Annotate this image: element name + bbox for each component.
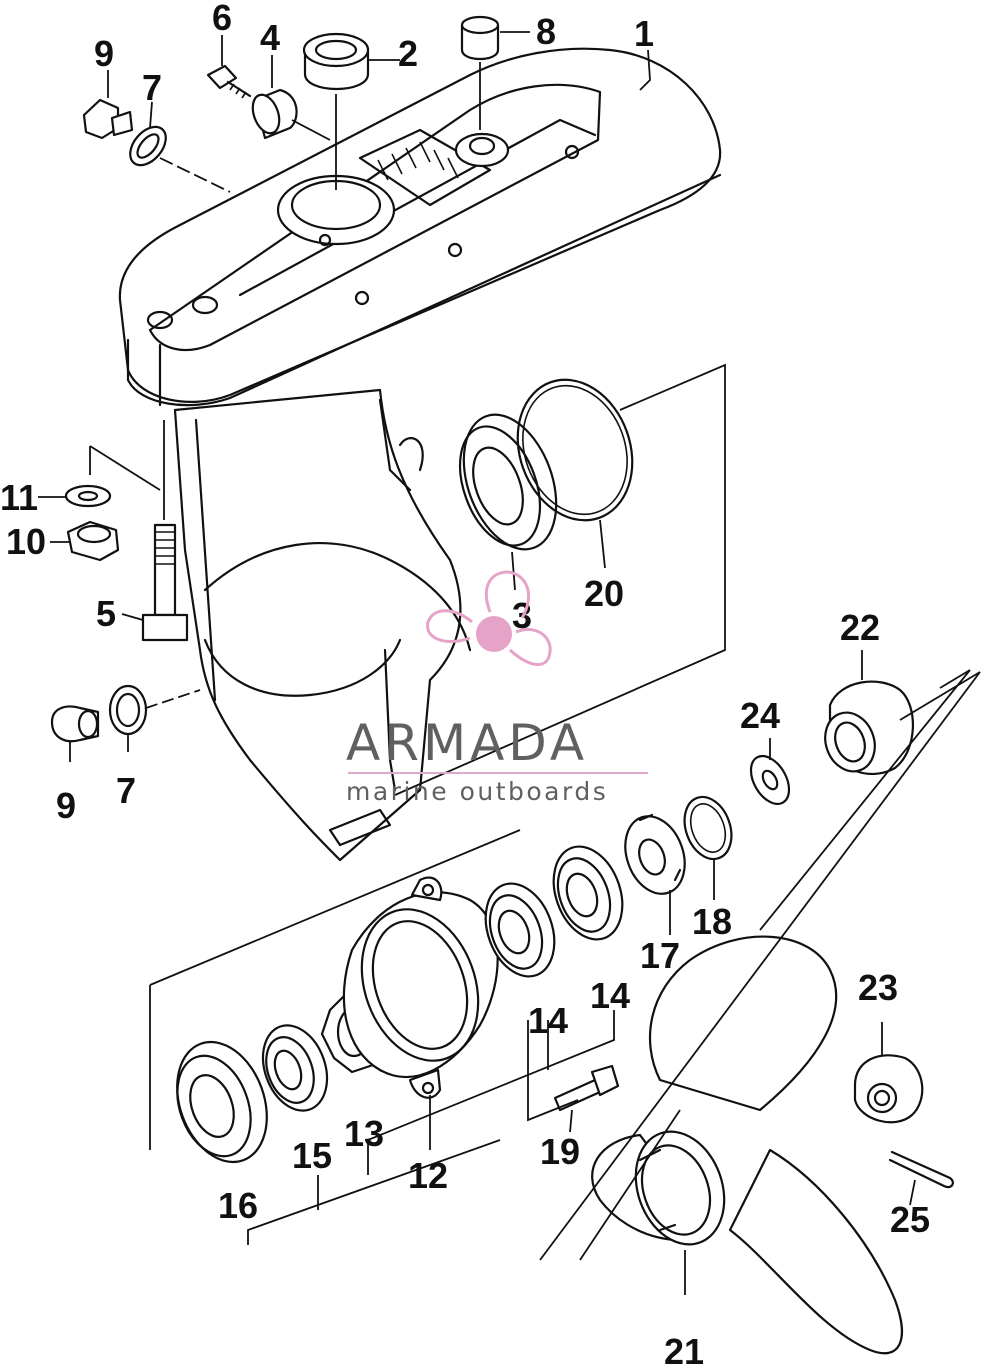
- callout-1: 1: [634, 13, 654, 54]
- part-24-spacer: [749, 755, 791, 805]
- part-22-drive-hub: [824, 680, 914, 776]
- callout-6: 6: [212, 0, 232, 38]
- part-6-screw: [206, 64, 252, 99]
- callout-8: 8: [536, 11, 556, 52]
- callout-25: 25: [890, 1199, 930, 1240]
- part-5-leader: [121, 613, 144, 621]
- part-3-bearing: [458, 413, 558, 591]
- callout-9-bottom: 9: [56, 785, 76, 826]
- part-9-plug-bottom: [50, 705, 100, 743]
- bearing-bracket: [317, 1010, 615, 1210]
- callout-19: 19: [540, 1131, 580, 1172]
- callout-10: 10: [6, 521, 46, 562]
- part-4-grommet: [251, 88, 331, 141]
- propeller-logo-icon: [426, 570, 552, 666]
- part-12-bearing-housing: [342, 876, 499, 1099]
- callout-16: 16: [218, 1185, 258, 1226]
- brand-name: ARMADA: [346, 714, 588, 772]
- watermark: ARMADA marine outboards: [346, 570, 648, 806]
- part-15-bearing: [261, 1024, 329, 1112]
- part-18-washer: [683, 795, 733, 861]
- brand-tagline: marine outboards: [346, 777, 608, 806]
- callout-7-top: 7: [142, 67, 162, 108]
- part-7-top-leader: [149, 101, 153, 129]
- part-10-nut: [66, 520, 120, 562]
- callout-20: 20: [584, 573, 624, 614]
- callout-7-bottom: 7: [116, 770, 136, 811]
- part-19-bolt: [553, 1064, 620, 1112]
- part-21-propeller: [591, 935, 903, 1355]
- part-8-bush: [460, 15, 500, 130]
- bottom-bracket: [247, 1139, 501, 1245]
- part-14-bearing-b: [552, 845, 624, 941]
- part-21-cone-line: [579, 1109, 681, 1261]
- callout-24: 24: [740, 695, 780, 736]
- part-1-leader: [639, 49, 651, 91]
- part-5-stud: [141, 420, 189, 642]
- callout-4: 4: [260, 17, 280, 58]
- callout-11: 11: [0, 477, 38, 518]
- callout-13: 13: [344, 1113, 384, 1154]
- callout-5: 5: [96, 593, 116, 634]
- part-25-cotter-pin: [888, 1150, 954, 1189]
- part-25-leader: [909, 1179, 916, 1206]
- assembly-frame-upper: [394, 363, 726, 796]
- part-23-prop-nut: [853, 1022, 924, 1124]
- callout-2: 2: [398, 33, 418, 74]
- nut-bracket-line: [89, 445, 161, 491]
- propeller-cone-lines: [539, 669, 981, 1261]
- part-16-bearing: [176, 1040, 268, 1164]
- callout-21: 21: [664, 1331, 704, 1369]
- callout-9-top: 9: [94, 33, 114, 74]
- callout-18: 18: [692, 901, 732, 942]
- gear-case-housing: [118, 47, 722, 862]
- part-19-leader: [569, 1109, 573, 1133]
- callout-23: 23: [858, 967, 898, 1008]
- part-17-thrust-holder: [624, 813, 686, 895]
- part-7-gasket-bottom: [108, 684, 201, 736]
- callout-15: 15: [292, 1135, 332, 1176]
- part-11-washer: [64, 484, 112, 508]
- part-14-bearing-a: [484, 882, 556, 978]
- part-2-seal: [302, 32, 370, 190]
- callout-14-a: 14: [528, 1000, 568, 1041]
- callout-12: 12: [408, 1155, 448, 1196]
- callout-17: 17: [640, 935, 680, 976]
- part-20-o-ring: [516, 378, 634, 569]
- assembly-frame-lower: [149, 829, 521, 1150]
- callout-22: 22: [840, 607, 880, 648]
- part-7-gasket-top: [129, 125, 231, 193]
- bolt-bracket: [527, 1020, 579, 1122]
- callout-labels: 1 2 3 4 5 6 7 7 8 9 9 10 11 12 13 14 14 …: [0, 0, 930, 1369]
- part-9-plug-top: [82, 98, 134, 140]
- callout-14-b: 14: [590, 975, 630, 1016]
